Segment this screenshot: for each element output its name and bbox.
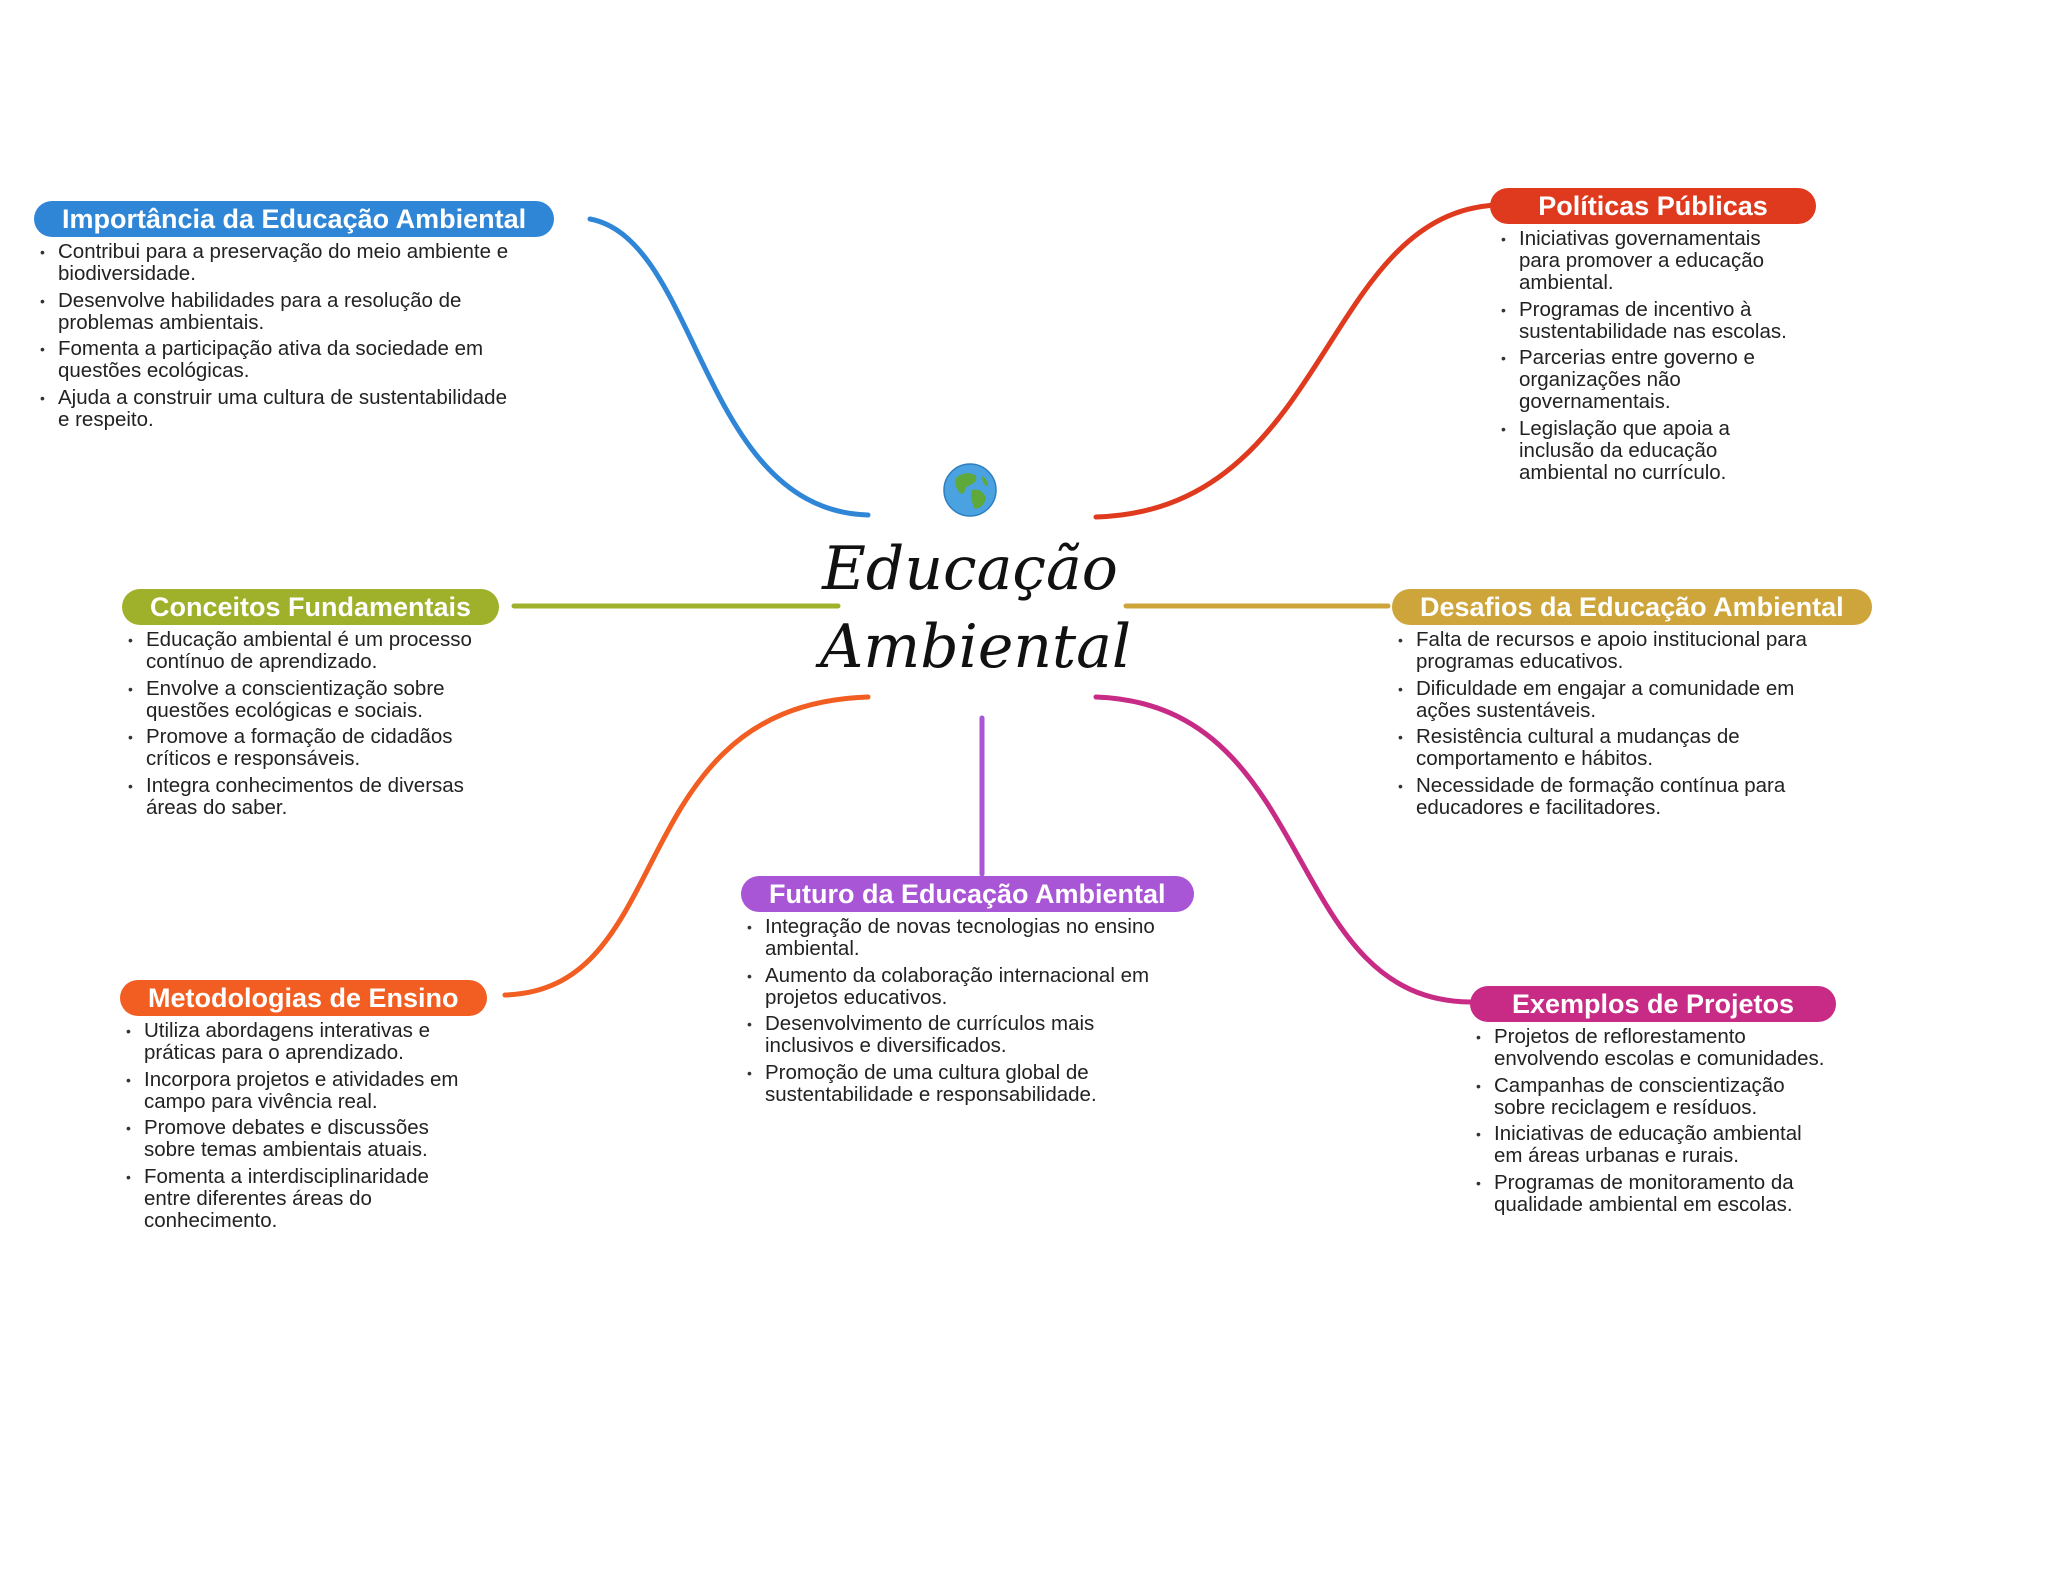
topic-metodologias[interactable]: Metodologias de Ensino	[120, 980, 487, 1016]
central-title-line-2: Ambiental	[820, 612, 1132, 682]
list-item: Desenvolvimento de currículos mais inclu…	[741, 1013, 1161, 1057]
node-exemplos: Exemplos de Projetos Projetos de reflore…	[1470, 986, 1836, 1220]
list-item: Necessidade de formação contínua para ed…	[1392, 774, 1852, 819]
list-item: Promove a formação de cidadãos críticos …	[122, 726, 512, 770]
list-item: Fomenta a interdisciplinaridade entre di…	[120, 1165, 470, 1232]
list-conceitos: Educação ambiental é um processo contínu…	[122, 629, 512, 819]
list-exemplos: Projetos de reflorestamento envolvendo e…	[1470, 1026, 1830, 1216]
list-item: Incorpora projetos e atividades em campo…	[120, 1068, 470, 1113]
list-item: Dificuldade em engajar a comunidade em a…	[1392, 677, 1852, 722]
node-politicas: Políticas Públicas Iniciativas govername…	[1490, 188, 1816, 488]
list-metodologias: Utiliza abordagens interativas e prática…	[120, 1020, 470, 1232]
topic-conceitos[interactable]: Conceitos Fundamentais	[122, 589, 500, 625]
node-metodologias: Metodologias de Ensino Utiliza abordagen…	[120, 980, 487, 1236]
list-item: Ajuda a construir uma cultura de sustent…	[34, 386, 514, 431]
central-title: Educação Ambiental	[820, 530, 1132, 686]
topic-politicas[interactable]: Políticas Públicas	[1490, 188, 1816, 224]
list-item: Fomenta a participação ativa da sociedad…	[34, 338, 514, 382]
list-item: Programas de incentivo à sustentabilidad…	[1495, 298, 1795, 343]
list-item: Projetos de reflorestamento envolvendo e…	[1470, 1026, 1830, 1070]
connector-metodologias	[502, 694, 871, 998]
list-item: Contribui para a preservação do meio amb…	[34, 241, 514, 285]
connector-politicas	[1093, 202, 1499, 520]
list-item: Aumento da colaboração internacional em …	[741, 964, 1161, 1009]
list-item: Legislação que apoia a inclusão da educa…	[1495, 417, 1795, 484]
list-item: Iniciativas governamentais para promover…	[1495, 228, 1795, 294]
connector-exemplos	[1093, 694, 1473, 1005]
list-politicas: Iniciativas governamentais para promover…	[1495, 228, 1795, 484]
node-futuro: Futuro da Educação Ambiental Integração …	[741, 876, 1194, 1110]
list-item: Campanhas de conscientização sobre recic…	[1470, 1074, 1830, 1119]
list-item: Iniciativas de educação ambiental em áre…	[1470, 1123, 1830, 1167]
list-item: Resistência cultural a mudanças de compo…	[1392, 726, 1852, 770]
topic-desafios[interactable]: Desafios da Educação Ambiental	[1392, 589, 1872, 625]
list-item: Promoção de uma cultura global de susten…	[741, 1061, 1161, 1106]
list-item: Promove debates e discussões sobre temas…	[120, 1117, 470, 1161]
list-item: Educação ambiental é um processo contínu…	[122, 629, 512, 673]
list-item: Parcerias entre governo e organizações n…	[1495, 347, 1795, 413]
list-item: Integração de novas tecnologias no ensin…	[741, 916, 1161, 960]
list-importancia: Contribui para a preservação do meio amb…	[34, 241, 514, 431]
list-item: Programas de monitoramento da qualidade …	[1470, 1171, 1830, 1216]
topic-exemplos[interactable]: Exemplos de Projetos	[1470, 986, 1836, 1022]
connector-importancia	[587, 216, 871, 518]
topic-importancia[interactable]: Importância da Educação Ambiental	[34, 201, 555, 237]
node-desafios: Desafios da Educação Ambiental Falta de …	[1392, 589, 1872, 823]
node-conceitos: Conceitos Fundamentais Educação ambienta…	[122, 589, 512, 823]
topic-futuro[interactable]: Futuro da Educação Ambiental	[741, 876, 1194, 912]
central-title-line-1: Educação	[822, 534, 1118, 604]
globe-icon	[943, 463, 997, 517]
list-item: Utiliza abordagens interativas e prática…	[120, 1020, 470, 1064]
central-topic[interactable]: Educação Ambiental	[820, 460, 1132, 690]
list-item: Envolve a conscientização sobre questões…	[122, 677, 512, 722]
node-importancia: Importância da Educação Ambiental Contri…	[34, 201, 555, 435]
list-item: Falta de recursos e apoio institucional …	[1392, 629, 1852, 673]
list-item: Desenvolve habilidades para a resolução …	[34, 289, 514, 334]
list-item: Integra conhecimentos de diversas áreas …	[122, 774, 512, 819]
list-desafios: Falta de recursos e apoio institucional …	[1392, 629, 1852, 819]
list-futuro: Integração de novas tecnologias no ensin…	[741, 916, 1161, 1106]
